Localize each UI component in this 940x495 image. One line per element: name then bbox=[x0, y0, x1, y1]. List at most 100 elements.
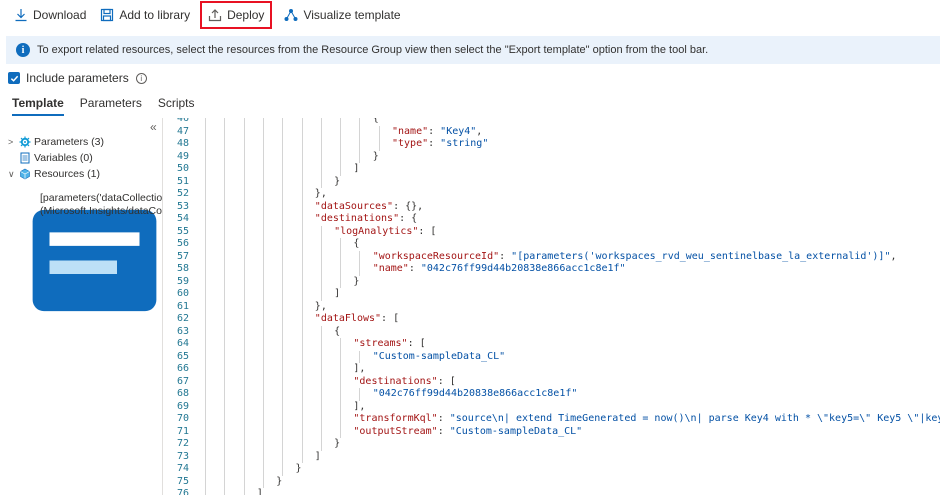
indent-guide bbox=[262, 175, 264, 188]
code-text: ] bbox=[334, 288, 341, 299]
code-text: "workspaceResourceId": "[parameters('wor… bbox=[372, 250, 897, 262]
indent-guide bbox=[224, 275, 226, 288]
tree-item-variables[interactable]: Variables (0) bbox=[19, 152, 93, 164]
code-text: ], bbox=[353, 400, 366, 412]
indent-guide bbox=[224, 118, 226, 126]
code-line: 61}, bbox=[163, 301, 940, 314]
indent-guide bbox=[205, 325, 206, 338]
indent-guide bbox=[262, 125, 264, 138]
indent-guide bbox=[301, 275, 303, 288]
code-line: 75} bbox=[163, 476, 940, 489]
collapse-panel-icon[interactable]: « bbox=[150, 120, 157, 134]
indent-guide bbox=[262, 313, 264, 326]
indent-guide bbox=[224, 463, 226, 476]
code-line: 57"workspaceResourceId": "[parameters('w… bbox=[163, 251, 940, 264]
line-number: 51 bbox=[176, 175, 189, 187]
indent-guide bbox=[243, 250, 245, 263]
indent-guide bbox=[262, 388, 264, 401]
data-collection-rule-icon bbox=[32, 209, 157, 312]
indent-guide bbox=[301, 300, 303, 313]
download-icon bbox=[15, 9, 27, 22]
indent-guide bbox=[243, 213, 245, 226]
code-line: 73] bbox=[163, 451, 940, 464]
info-tooltip-icon[interactable]: i bbox=[135, 72, 147, 84]
indent-guide bbox=[340, 118, 342, 126]
deploy-button[interactable]: Deploy bbox=[200, 1, 273, 29]
tab-parameters[interactable]: Parameters bbox=[79, 96, 142, 110]
indent-guide bbox=[205, 118, 206, 126]
indent-guide bbox=[205, 188, 206, 201]
indent-guide bbox=[205, 350, 206, 363]
code-text: } bbox=[295, 463, 302, 474]
download-button[interactable]: Download bbox=[10, 3, 90, 27]
indent-guide bbox=[282, 150, 284, 163]
indent-guide bbox=[340, 238, 342, 251]
chevron-down-icon[interactable]: ∨ bbox=[8, 168, 15, 179]
indent-guide bbox=[262, 288, 264, 301]
template-code-editor[interactable]: 46{47"name": "Key4",48"type": "string"49… bbox=[162, 118, 940, 495]
indent-guide bbox=[205, 338, 206, 351]
tab-scripts[interactable]: Scripts bbox=[157, 96, 195, 110]
indent-guide bbox=[340, 413, 342, 426]
indent-guide bbox=[301, 150, 303, 163]
tree-item-resource-dcr[interactable]: [parameters('dataCollectionRules_ (Micro… bbox=[40, 192, 162, 218]
indent-guide bbox=[243, 413, 245, 426]
indent-guide bbox=[320, 118, 322, 126]
indent-guide bbox=[205, 313, 206, 326]
code-text: ] bbox=[353, 163, 360, 174]
info-banner: i To export related resources, select th… bbox=[6, 36, 940, 64]
indent-guide bbox=[243, 188, 245, 201]
indent-guide bbox=[301, 263, 303, 276]
indent-guide bbox=[301, 313, 303, 326]
command-bar: Download Add to library Deploy Visualize… bbox=[0, 0, 940, 30]
indent-guide bbox=[282, 263, 284, 276]
indent-guide bbox=[282, 400, 284, 413]
code-text: { bbox=[353, 238, 360, 249]
line-number: 69 bbox=[176, 400, 189, 412]
line-number: 71 bbox=[176, 425, 189, 437]
add-to-library-button[interactable]: Add to library bbox=[96, 3, 194, 27]
indent-guide bbox=[282, 375, 284, 388]
code-line: 63{ bbox=[163, 326, 940, 339]
line-number: 58 bbox=[176, 263, 189, 274]
line-number: 48 bbox=[176, 138, 189, 149]
indent-guide bbox=[301, 200, 303, 213]
indent-guide bbox=[205, 300, 206, 313]
indent-guide bbox=[340, 425, 342, 438]
indent-guide bbox=[262, 425, 264, 438]
indent-guide bbox=[262, 263, 264, 276]
code-line: 69], bbox=[163, 401, 940, 414]
indent-guide bbox=[282, 313, 284, 326]
indent-guide bbox=[320, 150, 322, 163]
indent-guide bbox=[205, 263, 206, 276]
include-parameters-checkbox[interactable] bbox=[8, 72, 20, 84]
line-number: 55 bbox=[176, 225, 189, 237]
resource-type-line: (Microsoft.Insights/dataCollection bbox=[40, 205, 162, 217]
indent-guide bbox=[224, 363, 226, 376]
line-number: 70 bbox=[176, 413, 189, 424]
indent-guide bbox=[205, 138, 206, 151]
indent-guide bbox=[205, 475, 206, 488]
indent-guide bbox=[320, 250, 322, 263]
code-text: } bbox=[372, 150, 379, 162]
tab-template[interactable]: Template bbox=[12, 94, 64, 116]
indent-guide bbox=[320, 325, 322, 338]
indent-guide bbox=[262, 450, 264, 463]
indent-guide bbox=[340, 125, 342, 138]
indent-guide bbox=[262, 275, 264, 288]
indent-guide bbox=[224, 338, 226, 351]
chevron-right-icon[interactable]: > bbox=[8, 137, 14, 147]
indent-guide bbox=[359, 388, 361, 401]
indent-guide bbox=[224, 150, 226, 163]
visualize-template-button[interactable]: Visualize template bbox=[280, 3, 404, 27]
tree-item-parameters[interactable]: > Parameters (3) bbox=[8, 136, 104, 148]
indent-guide bbox=[205, 438, 206, 451]
tree-item-resources[interactable]: ∨ Resources (1) bbox=[8, 168, 100, 180]
indent-guide bbox=[262, 350, 264, 363]
code-text: { bbox=[372, 118, 379, 124]
indent-guide bbox=[301, 288, 303, 301]
deploy-label: Deploy bbox=[227, 8, 265, 22]
code-text: "name": "042c76ff99d44b20838e866acc1c8e1… bbox=[372, 263, 626, 274]
indent-guide bbox=[243, 118, 245, 126]
indent-guide bbox=[282, 238, 284, 251]
